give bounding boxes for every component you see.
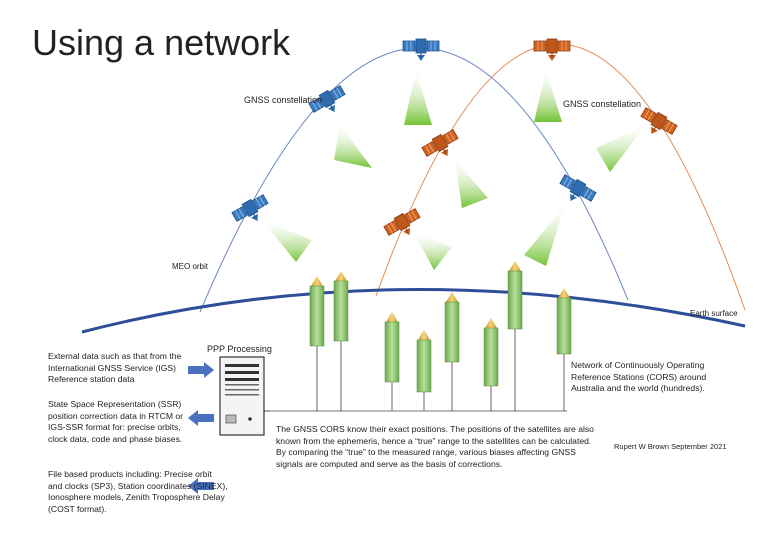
ssr-output-text: State Space Representation (SSR) positio… bbox=[48, 399, 184, 444]
server-icon bbox=[219, 356, 265, 436]
author-credit: Rupert W Brown September 2021 bbox=[614, 442, 727, 451]
gnss-constellation-label-right: GNSS constellation bbox=[563, 99, 642, 109]
satellite-icon bbox=[635, 105, 679, 144]
earth-surface-label: Earth surface bbox=[690, 309, 738, 318]
external-data-text: External data such as that from the Inte… bbox=[48, 351, 182, 384]
page-title: Using a network bbox=[32, 22, 291, 63]
gnss-constellation-label-left: GNSS constellation bbox=[244, 95, 323, 105]
satellite-icon bbox=[402, 38, 440, 62]
arrow-icon bbox=[188, 362, 214, 494]
signal-beams bbox=[262, 70, 646, 270]
satellite-icon bbox=[420, 127, 464, 166]
meo-orbit-label: MEO orbit bbox=[172, 262, 209, 271]
earth-surface-line bbox=[81, 288, 746, 334]
cors-stations bbox=[309, 261, 572, 411]
explanation-text: The GNSS CORS know their exact positions… bbox=[276, 424, 594, 469]
ppp-processing-label: PPP Processing bbox=[207, 344, 272, 354]
satellite-icon bbox=[533, 38, 571, 62]
file-products-text: File based products including: Precise o… bbox=[48, 469, 228, 514]
cors-network-text: Network of Continuously Operating Refere… bbox=[571, 360, 707, 393]
satellite-icon bbox=[554, 172, 598, 211]
orange-orbit bbox=[375, 43, 746, 311]
